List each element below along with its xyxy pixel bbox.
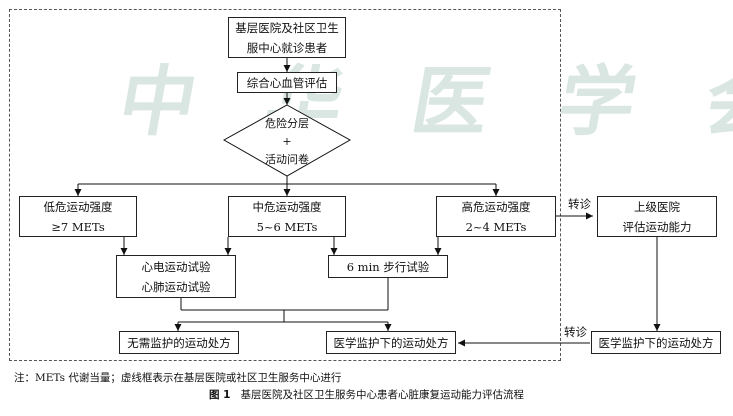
low-risk-node: 低危运动强度 ≥7 METs [19,196,137,237]
referral-out-label: 转诊 [568,197,591,211]
upper-hospital-line1: 上级医院 [634,199,680,214]
primary-care-boundary [9,9,561,361]
high-risk-line1: 高危运动强度 [461,199,531,214]
decision-line1: 危险分层 [265,117,309,130]
start-node: 基层医院及社区卫生 服中心就诊患者 [228,17,346,58]
walk-test-label: 6 min 步行试验 [346,259,430,274]
exercise-test-line2: 心肺运动试验 [141,279,211,294]
decision-line3: 活动问卷 [265,153,309,166]
start-node-line1: 基层医院及社区卫生 [235,20,339,35]
upper-hospital-node: 上级医院 评估运动能力 [597,196,717,237]
figure-title: 基层医院及社区卫生服务中心患者心脏康复运动能力评估流程 [240,389,524,401]
start-node-line2: 服中心就诊患者 [246,40,328,55]
supervised-prescription-node: 医学监护下的运动处方 [326,331,456,354]
no-supervision-prescription-node: 无需监护的运动处方 [119,331,239,354]
mid-risk-line2: 5~6 METs [256,219,318,234]
walk-test-node: 6 min 步行试验 [328,255,448,278]
upper-hospital-line2: 评估运动能力 [622,219,692,234]
low-risk-line1: 低危运动强度 [43,199,113,214]
upper-supervised-label: 医学监护下的运动处方 [598,335,714,350]
mid-risk-line1: 中危运动强度 [252,199,322,214]
assessment-node-label: 综合心血管评估 [246,75,328,90]
decision-diamond [222,104,352,177]
low-risk-line2: ≥7 METs [51,219,105,234]
figure-number: 图 1 [209,389,231,401]
figure-caption: 图 1 基层医院及社区卫生服务中心患者心脏康复运动能力评估流程 [0,387,733,402]
assessment-node: 综合心血管评估 [237,72,337,93]
decision-node-label: 危险分层 + 活动问卷 [237,115,337,169]
high-risk-line2: 2~4 METs [465,219,527,234]
mid-risk-node: 中危运动强度 5~6 METs [228,196,346,237]
high-risk-node: 高危运动强度 2~4 METs [436,196,556,237]
decision-line2: + [282,135,292,148]
exercise-test-line1: 心电运动试验 [141,259,211,274]
supervised-label: 医学监护下的运动处方 [333,335,449,350]
no-supervision-label: 无需监护的运动处方 [127,335,231,350]
referral-back-label: 转诊 [564,325,587,339]
exercise-test-node: 心电运动试验 心肺运动试验 [116,255,236,298]
upper-supervised-prescription-node: 医学监护下的运动处方 [591,331,721,354]
footnote: 注：METs 代谢当量；虚线框表示在基层医院或社区卫生服务中心进行 [14,372,342,384]
